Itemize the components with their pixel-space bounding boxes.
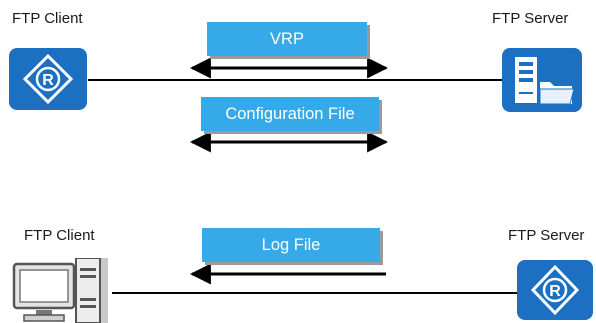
vrp-file-box: VRP xyxy=(207,22,367,56)
configuration-file-box: Configuration File xyxy=(201,97,379,131)
desktop-computer-icon xyxy=(8,258,112,323)
router-icon: R xyxy=(517,260,593,320)
svg-text:R: R xyxy=(42,72,54,89)
svg-text:R: R xyxy=(549,283,561,300)
bottom-server-label: FTP Server xyxy=(508,227,585,244)
log-file-box: Log File xyxy=(202,228,380,262)
router-icon: R xyxy=(9,48,87,110)
top-client-label: FTP Client xyxy=(12,10,83,27)
file-server-icon xyxy=(502,48,582,112)
top-server-label: FTP Server xyxy=(492,10,569,27)
bottom-client-label: FTP Client xyxy=(24,227,95,244)
